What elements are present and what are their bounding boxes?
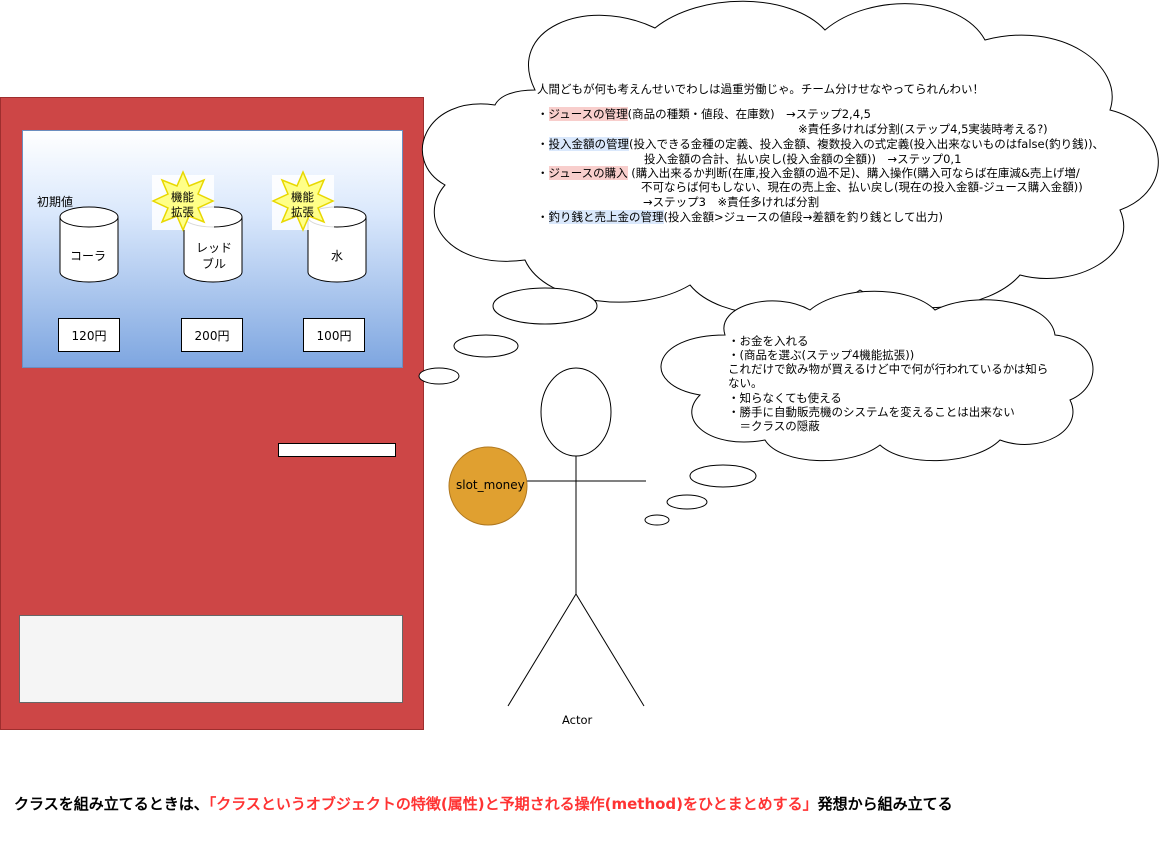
product-outlet[interactable] xyxy=(19,615,403,703)
big-cloud-item1-note: ※責任多ければ分割(ステップ4,5実装時考える?) xyxy=(798,122,1048,136)
small-cloud-line3: これだけで飲み物が買えるけど中で何が行われているかは知ら xyxy=(728,362,1049,376)
item2-detail: (投入できる金種の定義、投入金額、複数投入の式定義(投入出来ないものはfalse… xyxy=(629,137,1105,151)
bullet: ・ xyxy=(537,210,549,224)
coin-slot[interactable] xyxy=(278,443,396,457)
small-cloud-line2: ・(商品を選ぶ(ステップ4機能拡張)) xyxy=(728,348,915,362)
product-name-water: 水 xyxy=(331,249,344,263)
small-cloud-line4: ない。 xyxy=(728,376,763,390)
big-cloud-item4: ・釣り銭と売上金の管理(投入金額>ジュースの値段→差額を釣り銭として出力) xyxy=(537,210,943,226)
initial-value-label: 初期値 xyxy=(37,195,74,209)
highlight-change-sales-management: 釣り銭と売上金の管理 xyxy=(548,210,664,224)
product-cans xyxy=(59,170,367,283)
bottom-note-part1: クラスを組み立てるときは、 xyxy=(14,795,209,813)
highlight-juice-management: ジュースの管理 xyxy=(548,107,628,121)
coin-label: slot_money xyxy=(456,478,525,492)
bottom-note-part3: 発想から組み立てる xyxy=(817,795,953,813)
bottom-note-emphasis: 「クラスというオブジェクトの特徴(属性)と予期される操作(method)をひとま… xyxy=(208,795,818,813)
actor-figure xyxy=(507,367,646,707)
highlight-money-management: 投入金額の管理 xyxy=(548,137,629,151)
big-cloud-item3-line3: →ステップ3 ※責任多ければ分割 xyxy=(643,195,820,209)
badge-label-redbull-line1: 機能 xyxy=(171,190,194,204)
price-button-water[interactable]: 100円 xyxy=(303,318,365,352)
bullet: ・ xyxy=(537,166,549,180)
thought-bubble-1 xyxy=(492,287,598,325)
small-cloud-line7: ＝クラスの隠蔽 xyxy=(728,419,820,433)
item3-detail: (購入出来るか判断(在庫,投入金額の過不足)、購入操作(購入可ならば在庫減&売上… xyxy=(627,166,1080,180)
highlight-juice-purchase: ジュースの購入 xyxy=(548,166,628,180)
product-name-redbull-line2: ブル xyxy=(202,257,227,271)
thought-bubble-5 xyxy=(666,494,708,510)
big-cloud-line1: 人間どもが何も考えんせいでわしは過重労働じゃ。チーム分けせなやってられんわい！ xyxy=(537,82,985,96)
thought-bubble-2 xyxy=(453,334,519,358)
small-cloud-line1: ・お金を入れる xyxy=(728,334,809,348)
bullet: ・ xyxy=(537,137,549,151)
item4-detail: (投入金額>ジュースの値段→差額を釣り銭として出力) xyxy=(663,210,944,224)
can-cola xyxy=(59,206,119,283)
big-cloud-item3-line2: 不可ならば何もしない、現在の売上金、払い戻し(現在の投入金額-ジュース購入金額)… xyxy=(641,180,1083,194)
thought-bubble-3 xyxy=(418,367,460,385)
coin-circle xyxy=(448,446,528,526)
bullet: ・ xyxy=(537,107,549,121)
thought-bubble-6 xyxy=(644,514,670,526)
small-thought-cloud xyxy=(660,290,1094,461)
bottom-note: クラスを組み立てるときは、「クラスというオブジェクトの特徴(属性)と予期される操… xyxy=(14,793,953,814)
big-thought-cloud xyxy=(421,0,1159,316)
item1-detail: (商品の種類・値段、在庫数) →ステップ2,4,5 xyxy=(627,107,871,121)
product-name-cola: コーラ xyxy=(70,249,107,263)
big-cloud-item2-line2: 投入金額の合計、払い戻し(投入金額の全額)) →ステップ0,1 xyxy=(644,152,962,166)
actor-label: Actor xyxy=(562,713,593,727)
price-button-cola[interactable]: 120円 xyxy=(58,318,120,352)
badge-label-redbull-line2: 拡張 xyxy=(171,205,194,219)
badge-label-water-line1: 機能 xyxy=(291,190,314,204)
product-name-redbull-line1: レッド xyxy=(196,241,233,255)
big-cloud-item3: ・ジュースの購入 (購入出来るか判断(在庫,投入金額の過不足)、購入操作(購入可… xyxy=(537,166,1080,182)
price-button-redbull[interactable]: 200円 xyxy=(181,318,243,352)
small-cloud-line6: ・勝手に自動販売機のシステムを変えることは出来ない xyxy=(728,405,1015,419)
badge-label-water-line2: 拡張 xyxy=(291,205,314,219)
feature-badge-water xyxy=(271,170,335,232)
small-cloud-line5: ・知らなくても使える xyxy=(728,391,842,405)
thought-bubble-4 xyxy=(689,464,757,488)
big-cloud-item2: ・投入金額の管理(投入できる金種の定義、投入金額、複数投入の式定義(投入出来ない… xyxy=(537,137,1104,153)
big-cloud-item1: ・ジュースの管理(商品の種類・値段、在庫数) →ステップ2,4,5 xyxy=(537,107,871,123)
feature-badge-redbull xyxy=(151,170,215,232)
